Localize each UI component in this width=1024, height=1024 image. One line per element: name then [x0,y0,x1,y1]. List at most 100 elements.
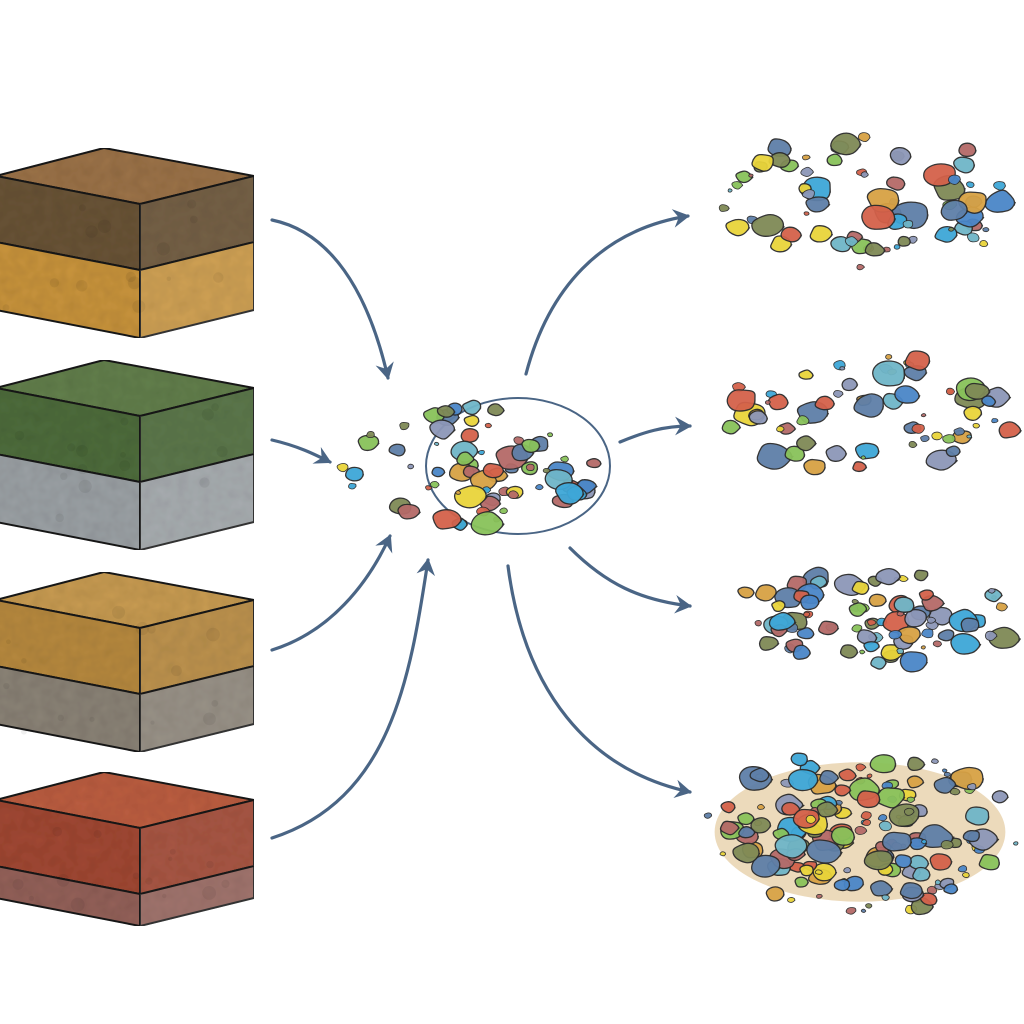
particle [943,883,959,895]
soil-texture-spot [199,477,210,488]
particle [950,633,982,655]
particle [953,427,966,436]
particle [918,589,935,601]
soil-lower-layer-side [139,240,255,340]
soil-texture-spot [211,699,219,707]
output-arrow-4 [506,564,692,798]
particle-group-2 [721,350,1022,476]
soil-texture-spot [120,451,126,458]
particle [833,390,844,398]
input-arrow-1 [270,218,394,380]
particle [843,867,851,874]
soil-sample-4 [0,770,255,928]
particle [937,629,955,642]
particle [854,825,868,835]
particle [854,442,880,460]
soil-texture-spot [111,605,126,619]
particle [851,624,863,633]
soil-texture-spot [49,278,60,288]
particle [470,511,505,536]
particle [912,866,931,882]
particle [758,636,780,651]
particle [899,882,924,900]
particle [964,382,991,400]
particle [436,405,456,418]
particle [904,350,931,371]
particle [482,462,505,479]
soil-texture-spot [97,219,112,234]
particle [816,801,839,818]
particle [757,804,766,810]
particle [920,413,927,418]
particle [751,213,785,237]
particle [984,630,998,641]
particle [720,801,736,814]
soil-texture-spot [60,472,68,481]
particle [429,419,456,440]
particle [737,586,755,599]
particle [764,400,771,405]
particle [460,428,480,443]
soil-texture-spot [169,848,176,855]
particle [499,507,508,515]
particle [841,377,859,392]
soil-texture-spot [132,300,146,314]
soil-texture-spot [206,860,214,869]
particle [787,897,796,903]
particle [844,236,859,247]
particle [851,580,870,595]
particle [750,817,772,834]
particle [877,814,888,822]
particle [907,756,926,772]
particle [805,196,831,213]
particle [865,903,873,909]
particle [993,181,1006,191]
soil-sample-1 [0,146,255,340]
particle [803,611,811,618]
particle [981,395,997,407]
particle [934,879,942,885]
particle [899,651,928,673]
particle [991,790,1009,804]
particle [943,771,951,778]
soil-texture-spot [28,895,35,902]
soil-samples [0,146,255,928]
particle [864,242,886,257]
particle [755,584,778,602]
particle [940,199,969,221]
soil-texture-spot [132,872,140,880]
particle [794,876,810,888]
mixture-particles [336,399,602,536]
soil-texture-spot [156,242,170,256]
particle [875,787,906,809]
particle [860,455,867,460]
particle [906,796,916,803]
soil-sample-3 [0,570,255,754]
input-arrow-4 [270,558,436,840]
particle [839,366,846,371]
soil-texture-spot [52,826,63,837]
soil-texture-spot [168,856,173,861]
soil-texture-spot [145,877,153,885]
particle [802,189,815,200]
particle [796,627,815,640]
particle [982,227,990,233]
particle [796,415,810,426]
particle [957,865,968,873]
particle [904,608,928,628]
particle [896,648,904,655]
input-arrow-3 [270,534,393,652]
particle [979,239,989,248]
particle [933,776,957,794]
particle [805,814,817,824]
particle [780,226,803,243]
soil-texture-spot [211,403,219,411]
soil-texture-spot [55,513,64,523]
particle [920,435,930,443]
particle [888,630,903,640]
particle [425,485,433,491]
particle [923,163,957,187]
particle [859,649,866,655]
particle [908,440,918,448]
particle [995,602,1009,612]
